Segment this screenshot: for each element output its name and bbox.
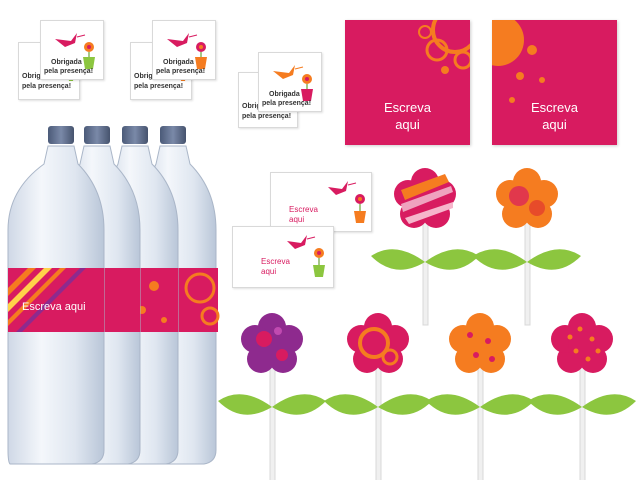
thanks-line-1: Obrigada	[134, 73, 165, 80]
square-label-card: Escreva aqui	[492, 20, 617, 145]
thanks-line-2: pela presença!	[242, 113, 292, 120]
water-bottle	[7, 126, 105, 465]
flower-topper	[324, 313, 432, 480]
flower-topper	[218, 313, 326, 480]
hummingbird-flowerpot-icon	[287, 235, 325, 277]
thanks-line-2: pela presença!	[156, 68, 206, 75]
flower-topper	[426, 313, 534, 480]
thanks-line-1: Obrigada	[269, 91, 300, 98]
square-label-line-2: aqui	[395, 117, 420, 132]
square-label-line-2: aqui	[542, 117, 567, 132]
water-bottles: Escreva aqui Escreva aqui	[7, 126, 220, 465]
tent-card: Escreva aqui	[232, 226, 334, 288]
tent-card-line-2: aqui	[289, 215, 305, 224]
thanks-line-1: Obrigada	[163, 59, 194, 66]
bottle-label-text: Escreva aqui	[22, 301, 86, 313]
hummingbird-flowerpot-icon	[55, 33, 95, 69]
flower-topper	[371, 168, 479, 326]
hummingbird-flowerpot-icon	[167, 33, 207, 69]
flower-topper	[473, 168, 581, 326]
thank-you-tag: Obrigada pela presença!	[152, 20, 216, 80]
thanks-line-1: Obrigada	[22, 73, 53, 80]
hummingbird-flowerpot-icon	[328, 181, 366, 223]
hummingbird-flowerpot-icon	[273, 65, 313, 101]
thanks-line-1: Obrigada	[51, 59, 82, 66]
thanks-line-2: pela presença!	[22, 83, 72, 90]
square-label-line-1: Escreva	[531, 100, 578, 115]
tent-card-line-1: Escreva	[261, 257, 290, 266]
thank-you-tag: Obrigada pela presença!	[258, 52, 322, 112]
thank-you-tag: Obrigada pela presença!	[40, 20, 104, 80]
square-label-line-1: Escreva	[384, 100, 431, 115]
flower-topper	[528, 313, 636, 480]
tent-card-line-2: aqui	[261, 267, 277, 276]
thanks-line-2: pela presença!	[134, 83, 184, 90]
dot-pattern-icon	[492, 20, 545, 103]
tent-card: Escreva aqui	[270, 172, 372, 232]
thanks-line-2: pela presença!	[44, 68, 94, 75]
square-label-card: Escreva aqui	[345, 20, 470, 145]
tent-card-line-1: Escreva	[289, 205, 318, 214]
circle-pattern-icon	[418, 20, 470, 74]
thanks-line-2: pela presença!	[262, 100, 312, 107]
thanks-line-1: Obrigada	[242, 103, 273, 111]
